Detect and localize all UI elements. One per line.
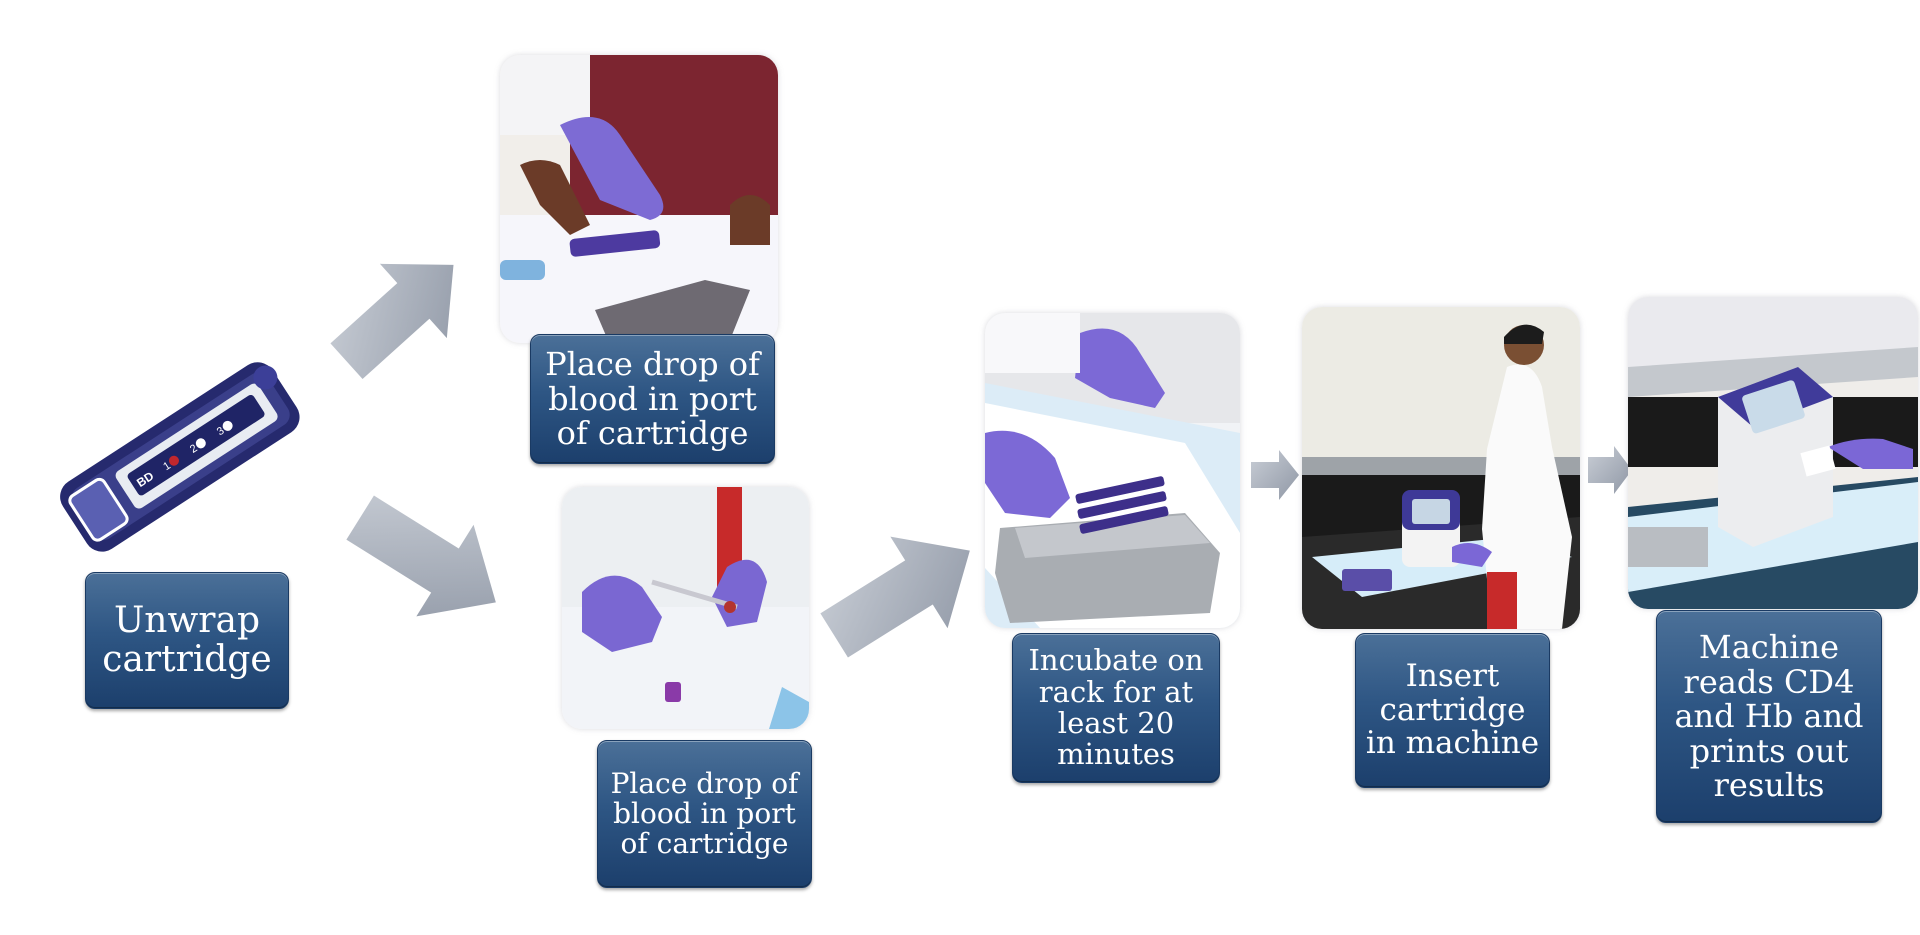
photo-place-drop-bottom <box>562 487 809 729</box>
photo-place-drop-top <box>500 55 778 343</box>
arrow-to-incubate <box>820 536 970 658</box>
step-5-caption: Insert cartridge in machine <box>1365 658 1540 762</box>
step-3-caption: Place drop of blood in port of cartridge <box>610 766 799 861</box>
step-2-caption: Place drop of blood in port of cartridge <box>545 345 760 453</box>
arrow-to-insert <box>1251 450 1299 500</box>
cartridge-step-2: 2 <box>188 442 200 455</box>
photo-machine-results <box>1628 297 1918 609</box>
cartridge-step-3: 3 <box>215 425 227 438</box>
step-6-caption: Machine reads CD4 and Hb and prints out … <box>1674 628 1864 805</box>
cartridge-step-1: 1 <box>161 460 173 473</box>
caption-incubate: Incubate on rack for at least 20 minutes <box>1012 633 1220 783</box>
step-4-caption: Incubate on rack for at least 20 minutes <box>1028 643 1204 772</box>
step-1-caption: Unwrap cartridge <box>102 599 272 680</box>
caption-machine: Machine reads CD4 and Hb and prints out … <box>1656 610 1882 823</box>
caption-unwrap: Unwrap cartridge <box>85 572 289 709</box>
arrow-to-machine <box>1588 446 1632 494</box>
caption-place-drop-top: Place drop of blood in port of cartridge <box>530 334 775 464</box>
photo-incubate-rack <box>985 313 1240 628</box>
caption-insert: Insert cartridge in machine <box>1355 633 1550 788</box>
photo-insert-cartridge <box>1302 307 1580 629</box>
caption-place-drop-bottom: Place drop of blood in port of cartridge <box>597 740 812 888</box>
arrow-up-right <box>330 263 454 380</box>
arrow-down-right <box>346 495 496 617</box>
